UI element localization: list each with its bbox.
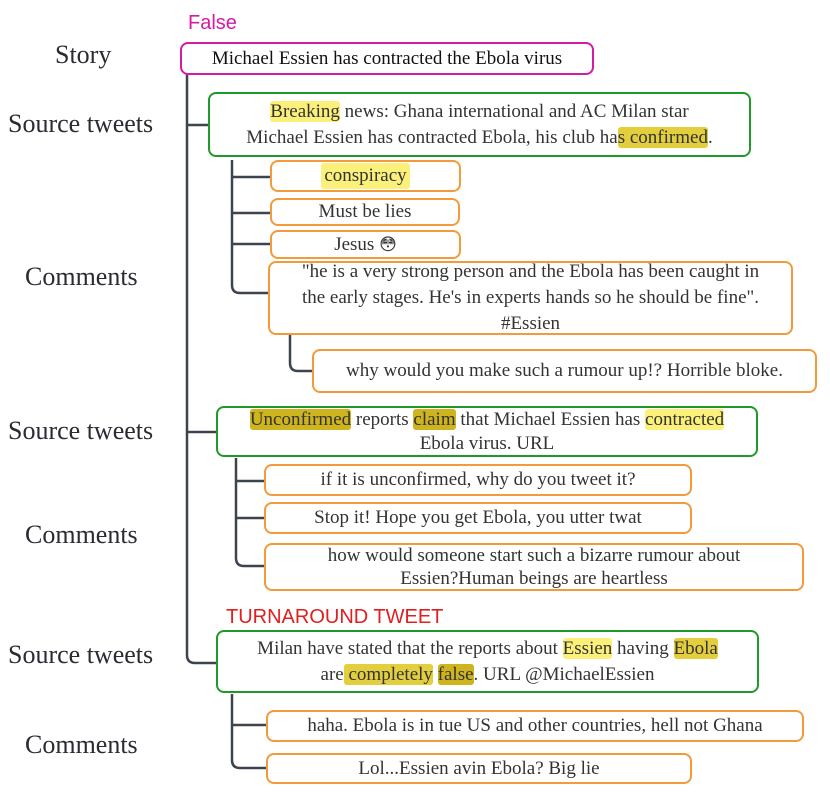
trunk-line	[185, 74, 216, 665]
highlight-confirmed: s confirmed	[617, 126, 708, 148]
comment-1-4: "he is a very strong person and the Ebol…	[268, 261, 793, 335]
level-label-source-3: Source tweets	[8, 640, 154, 669]
source-2-line2: Ebola virus. URL	[419, 432, 555, 454]
level-label-comments-1: Comments	[25, 262, 138, 291]
source-tweet-2: Unconfirmed reports claim that Michael E…	[216, 406, 758, 457]
sub-trunk-1	[230, 160, 268, 295]
reply-comment-text: why would you make such a rumour up!? Ho…	[346, 360, 783, 381]
source-3-space	[433, 664, 438, 685]
level-label-comments-2: Comments	[25, 520, 138, 549]
turnaround-label: TURNAROUND TWEET	[226, 606, 444, 628]
sub-trunk-3	[230, 694, 266, 770]
level-label-comments-3: Comments	[25, 730, 138, 759]
comment-2-1-text: if it is unconfirmed, why do you tweet i…	[320, 469, 636, 490]
highlight-false: false	[437, 663, 474, 685]
source-2-text-a: reports	[351, 408, 414, 430]
level-label-source-2: Source tweets	[8, 416, 154, 445]
comment-1-4-line3: #Essien	[500, 313, 561, 334]
comment-1-1: conspiracy	[270, 160, 461, 192]
comment-1-2: Must be lies	[270, 198, 460, 226]
comment-1-4-line2: the early stages. He's in experts hands …	[301, 287, 760, 308]
story-text: Michael Essien has contracted the Ebola …	[211, 47, 563, 69]
comment-2-1: if it is unconfirmed, why do you tweet i…	[264, 464, 692, 496]
comment-2-3-line2: Essien?Human beings are heartless	[400, 568, 668, 589]
veracity-label: False	[188, 12, 237, 34]
highlight-essien: Essien	[562, 637, 613, 659]
comment-2-2: Stop it! Hope you get Ebola, you utter t…	[264, 502, 692, 534]
source-3-text-a: Milan have stated that the reports about	[257, 637, 563, 659]
source-tweet-3: Milan have stated that the reports about…	[216, 630, 759, 693]
source-1-line2: Michael Essien has contracted Ebola, his…	[246, 126, 618, 148]
comment-1-4-line1: "he is a very strong person and the Ebol…	[301, 261, 760, 282]
comment-2-3: how would someone start such a bizarre r…	[264, 543, 804, 591]
level-label-source-1: Source tweets	[8, 109, 154, 138]
comment-2-2-text: Stop it! Hope you get Ebola, you utter t…	[314, 507, 642, 528]
sub-trunk-2	[234, 458, 264, 568]
highlight-breaking: Breaking	[270, 100, 340, 122]
comment-3-1-text: haha. Ebola is in tue US and other count…	[307, 715, 763, 736]
comment-3-2: Lol...Essien avin Ebola? Big lie	[266, 753, 692, 784]
reply-connector	[288, 335, 312, 373]
source-3-text-c: are	[320, 663, 344, 685]
highlight-completely: completely	[343, 663, 433, 685]
highlight-ebola: Ebola	[673, 637, 718, 659]
source-1-line1: news: Ghana international and AC Milan s…	[339, 100, 689, 122]
source-2-text-b: that Michael Essien has	[455, 408, 646, 430]
level-label-story: Story	[55, 40, 112, 69]
highlight-conspiracy: conspiracy	[321, 163, 410, 189]
comment-1-3: Jesus 😳	[270, 230, 461, 259]
highlight-claim: claim	[413, 408, 456, 430]
comment-2-3-line1: how would someone start such a bizarre r…	[327, 545, 741, 566]
source-3-text-b: having	[612, 637, 674, 659]
reply-comment: why would you make such a rumour up!? Ho…	[312, 349, 817, 393]
comment-3-2-text: Lol...Essien avin Ebola? Big lie	[358, 757, 600, 779]
flushed-face-icon: 😳	[379, 234, 397, 255]
highlight-unconfirmed: Unconfirmed	[249, 408, 352, 430]
story-node: Michael Essien has contracted the Ebola …	[180, 42, 594, 75]
source-1-period: .	[707, 126, 713, 148]
source-3-text-d: . URL @MichaelEssien	[473, 663, 655, 685]
comment-3-1: haha. Ebola is in tue US and other count…	[266, 710, 804, 742]
comment-1-3-text: Jesus	[334, 233, 375, 255]
source-tweet-1: Breaking news: Ghana international and A…	[208, 92, 751, 157]
comment-1-2-text: Must be lies	[318, 201, 412, 222]
highlight-contracted: contracted	[645, 408, 725, 430]
